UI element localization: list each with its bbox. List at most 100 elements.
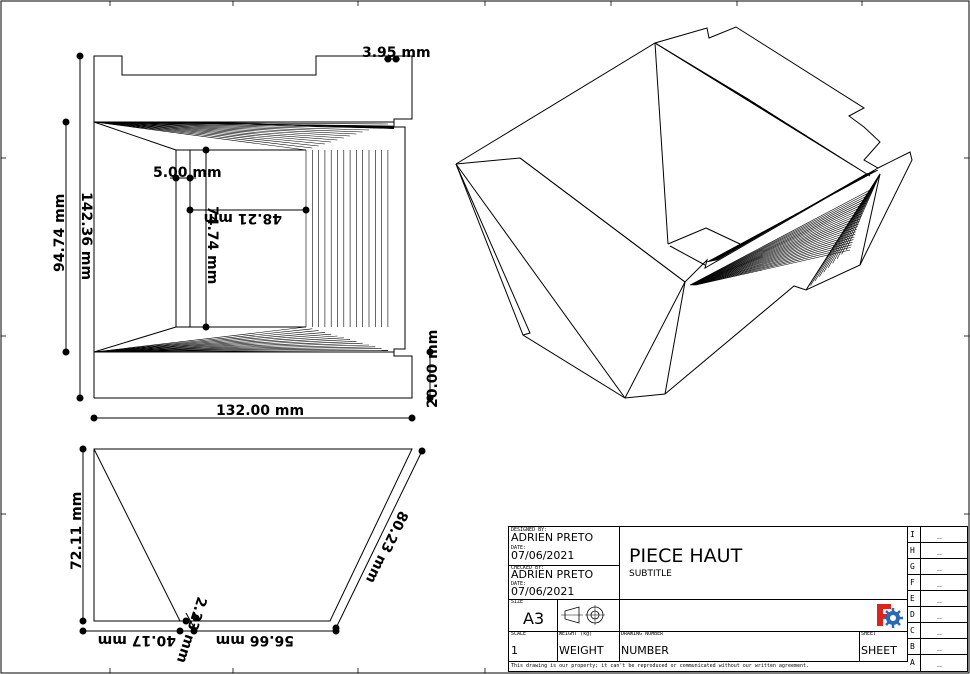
revision-row: B_ [907, 639, 967, 655]
hatch-line [691, 210, 864, 286]
size-value: A3 [523, 609, 545, 628]
hatch-line [93, 121, 338, 141]
sheet-label: SHEET [861, 631, 877, 637]
hatch-line [841, 173, 881, 255]
hatch-line [93, 342, 363, 353]
revision-value: _ [937, 530, 942, 539]
revision-letter: B [907, 639, 921, 654]
hatch-line [695, 244, 852, 286]
sheet-value: SHEET [861, 644, 897, 657]
hatch-line [695, 241, 853, 286]
revision-row: C_ [907, 623, 967, 639]
isometric-fan-lines [654, 42, 881, 291]
revision-letter: E [907, 591, 921, 606]
top-view-fan-lines [93, 121, 395, 353]
hatch-line [691, 205, 865, 286]
hatch-line [93, 121, 307, 151]
disclaimer-text: This drawing is our property; it can't b… [511, 663, 810, 669]
hatch-line [93, 121, 325, 145]
title-cell: PIECE HAUT SUBTITLE [619, 527, 908, 600]
revision-row: A_ [907, 655, 967, 671]
revision-value: _ [937, 626, 942, 635]
hatch-line [695, 249, 851, 286]
revision-row: G_ [907, 559, 967, 575]
hatch-line [93, 121, 319, 147]
hatch-line [93, 121, 344, 139]
checked-by-value: ADRIEN PRETO [511, 568, 594, 581]
hatch-line [93, 121, 370, 131]
hatch-line [93, 121, 332, 143]
hatch-line [845, 173, 881, 251]
scale-value: 1 [511, 644, 518, 657]
revision-value: _ [937, 578, 942, 587]
revision-letter: G [907, 559, 921, 574]
hatch-line [93, 121, 376, 129]
size-label: SIZE [511, 599, 524, 605]
hatch-line [690, 200, 867, 286]
weight-value: WEIGHT [559, 644, 604, 657]
hatch-line [93, 121, 351, 137]
title-block: DESIGNED BY: ADRIEN PRETO DATE: 07/06/20… [508, 526, 968, 672]
hatch-line [93, 344, 370, 353]
hatch-line [690, 197, 868, 286]
revision-value: _ [937, 546, 942, 555]
revision-row: E_ [907, 591, 967, 607]
projection-symbol-cell [557, 599, 620, 632]
revision-table: I_H_G_F_E_D_C_B_A_ [907, 527, 967, 671]
top-view [93, 55, 413, 399]
hatch-line [836, 173, 881, 260]
drawing-subtitle: SUBTITLE [629, 569, 672, 579]
designed-by-cell: DESIGNED BY: ADRIEN PRETO DATE: 07/06/20… [509, 527, 620, 566]
hatch-line [93, 337, 344, 353]
hatch-line [694, 236, 855, 286]
hatch-line [693, 228, 858, 286]
sheet-cell: SHEET SHEET [859, 631, 908, 662]
revision-row: I_ [907, 527, 967, 543]
hatch-line [93, 121, 357, 135]
revision-letter: D [907, 607, 921, 622]
hatch-line [693, 223, 859, 286]
revision-value: _ [937, 610, 942, 619]
revision-letter: F [907, 575, 921, 590]
revision-letter: H [907, 543, 921, 558]
hatch-line [693, 226, 858, 286]
date2-value: 07/06/2021 [511, 585, 575, 598]
hatch-line [201, 121, 395, 129]
checked-by-label: CHECKED BY: [511, 565, 545, 571]
hatch-line [93, 121, 313, 149]
dim-slant-right: 80.23 mm [362, 508, 411, 585]
hatch-line [692, 215, 862, 286]
hatch-line [692, 218, 861, 286]
scale-label: SCALE [511, 631, 527, 637]
dim-bottom-right: 56.66 mm [216, 632, 294, 648]
hatch-line [93, 346, 376, 353]
revision-letter: C [907, 623, 921, 638]
projection-symbol-icon [561, 605, 605, 625]
hatch-line [654, 42, 871, 177]
front-view [93, 448, 413, 622]
dim-inner-height-small: 74.74 mm [204, 206, 220, 284]
revision-value: _ [937, 658, 942, 667]
revision-value: _ [937, 642, 942, 651]
hatch-line [691, 202, 866, 286]
hatch-line [93, 339, 351, 353]
drawing-title: PIECE HAUT [629, 545, 743, 567]
hatch-line [93, 328, 313, 353]
hatch-line [694, 231, 857, 286]
dim-inner-height: 94.74 mm [52, 194, 68, 272]
hatch-line [694, 239, 854, 286]
hatch-line [93, 341, 357, 353]
drawing-number-value: NUMBER [621, 644, 669, 657]
top-view-dimensions [62, 52, 434, 422]
weight-label: WEIGHT (kg) [559, 631, 593, 637]
dim-inner-depth: 48.21 mm [204, 210, 282, 226]
freecad-logo-icon [877, 604, 903, 628]
dim-overall-width: 132.00 mm [216, 403, 304, 419]
hatch-line [93, 348, 382, 353]
hatch-line [689, 189, 871, 286]
revision-row: D_ [907, 607, 967, 623]
hatch-line [694, 234, 856, 286]
hatch-line [827, 173, 881, 268]
